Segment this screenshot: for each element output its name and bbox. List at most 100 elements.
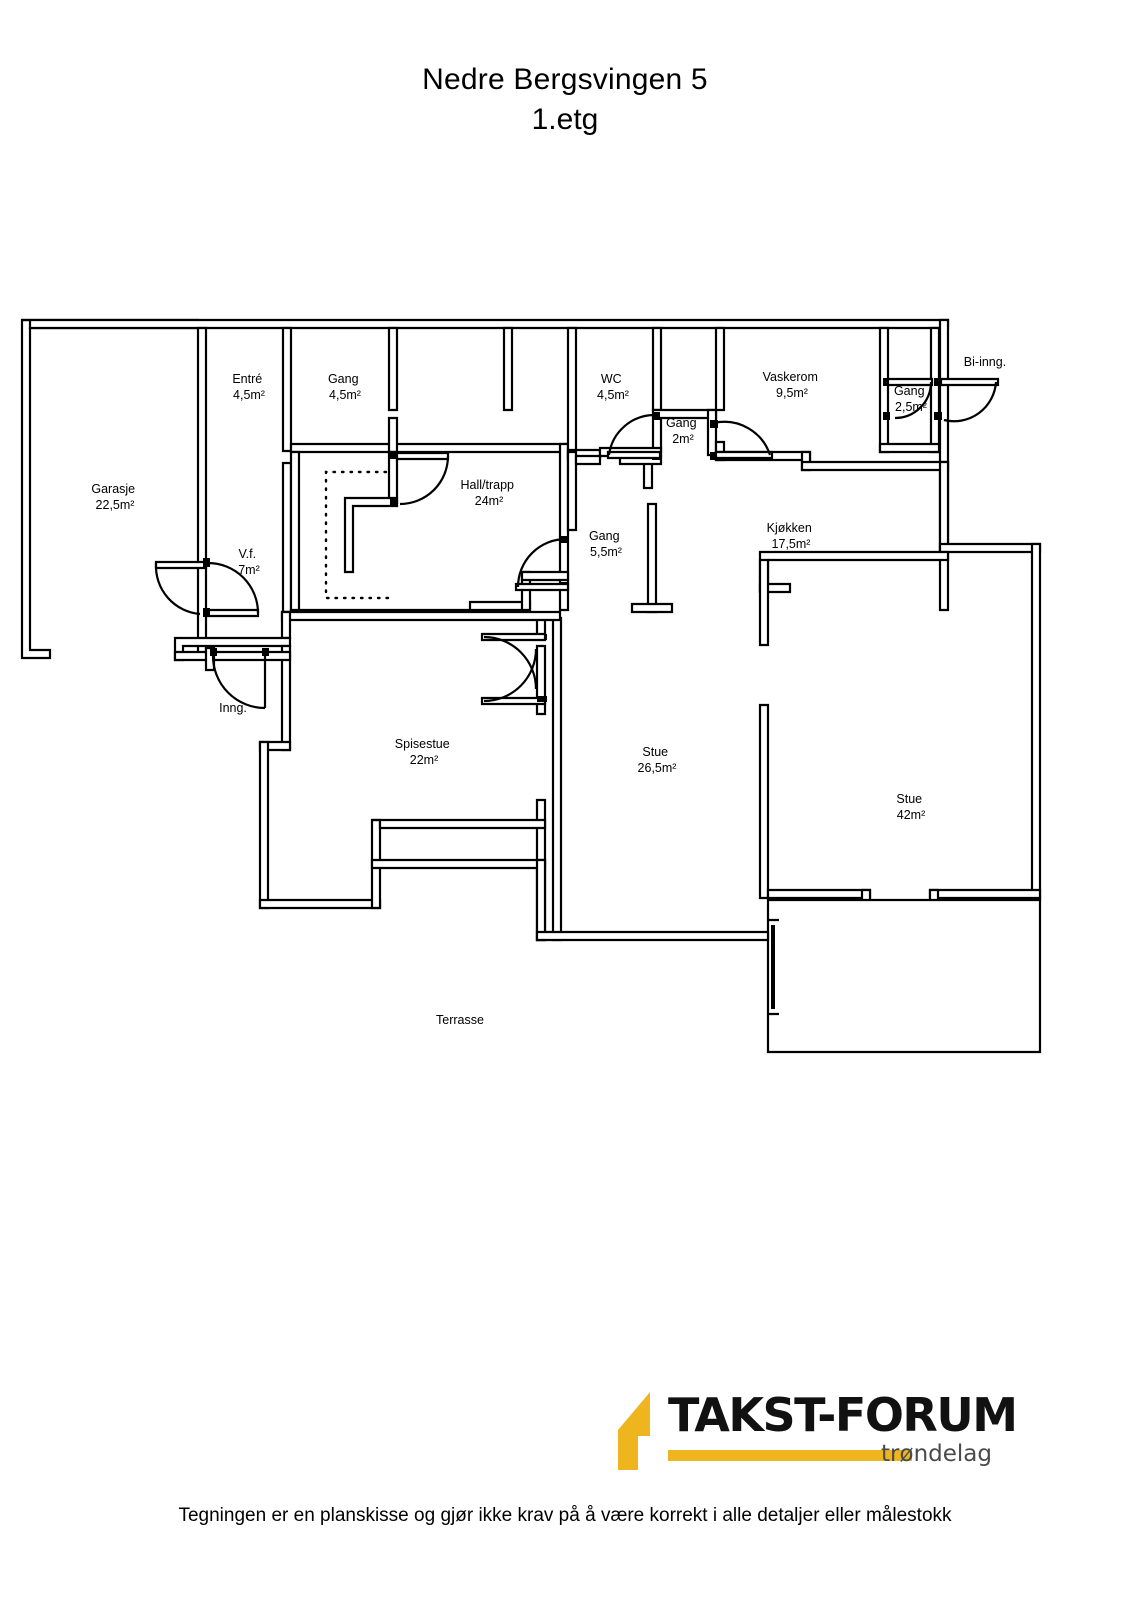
wall-spisestue-bottom-right-v — [535, 858, 547, 942]
annotation-inngang: Inng. — [219, 701, 247, 715]
wall-kitchen-right — [938, 460, 950, 554]
wall-kitchen-top — [800, 460, 950, 472]
property-address: Nedre Bergsvingen 5 — [422, 63, 708, 96]
wall-hall-jog-top — [520, 570, 570, 582]
room-label-stue-1: Stue 26,5m² — [638, 745, 677, 775]
door-hall-leaf — [395, 451, 450, 461]
annotation-terrasse: Terrasse — [436, 1013, 484, 1027]
room-labels: Garasje 22,5m² Entré 4,5m² Gang 4,5m² V.… — [91, 370, 928, 822]
wall-hall-top — [289, 442, 577, 454]
room-label-spisestue: Spisestue 22m² — [395, 737, 453, 767]
door-gang4-leaf — [514, 582, 570, 592]
wall-gang3-bottom — [878, 442, 941, 454]
chimney-flue-icon — [771, 973, 775, 1009]
wall-structure — [20, 318, 1042, 1054]
wall-entre-gang-stub — [387, 326, 399, 412]
wall-gang3-right — [929, 326, 941, 454]
door-jamb-biinng-bottom — [934, 412, 942, 420]
door-jamb-inng-left — [210, 648, 217, 656]
wall-spisestue-left-top — [280, 610, 292, 640]
door-biinng-leaf — [939, 377, 1000, 387]
room-label-gang-4: Gang 5,5m² — [589, 529, 623, 559]
door-jamb-hall-top — [390, 452, 398, 459]
wall-gang4-right — [646, 502, 658, 614]
disclaimer-text: Tegningen er en planskisse og gjør ikke … — [178, 1505, 952, 1526]
room-label-entre: Entré 4,5m² — [232, 372, 265, 402]
floorplan-svg: Garasje 22,5m² Entré 4,5m² Gang 4,5m² V.… — [20, 318, 1042, 1054]
door-inng-arc — [211, 655, 266, 710]
wall-stair-inner — [343, 496, 399, 574]
wall-vaskerom-left-upper — [714, 326, 726, 412]
door-jamb-gang2-top — [710, 420, 718, 428]
door-vf-leaf-right — [204, 608, 260, 618]
door-jamb-spise-bottom — [537, 696, 547, 702]
wall-central-spine — [558, 442, 570, 612]
door-jamb-wc-top — [652, 412, 660, 420]
wall-stue42-right-exterior — [1030, 542, 1042, 902]
room-label-gang-1: Gang 4,5m² — [328, 372, 362, 402]
door-jamb-inng-right — [262, 648, 269, 656]
door-group — [154, 377, 1000, 710]
room-label-gang-2: Gang 2m² — [666, 416, 700, 446]
door-jamb-garage-top — [203, 558, 210, 567]
wall-wc-left — [566, 326, 578, 462]
wall-wc-right-upper — [651, 326, 663, 412]
wall-stue42-left-lower — [758, 703, 770, 900]
door-garage-leaf-left — [154, 560, 208, 570]
door-wc-leaf — [606, 450, 662, 460]
house-arrow-icon — [618, 1392, 650, 1470]
door-gang3-leaf — [886, 377, 934, 387]
wall-gang1-right-stub — [502, 326, 514, 412]
wall-wc-foot-a — [574, 454, 602, 466]
wall-hall-top-stub-a — [387, 416, 399, 454]
wall-entre-right-upper — [281, 326, 293, 453]
room-label-gang-3: Gang 2,5m² — [894, 384, 928, 414]
room-label-vaskerom: Vaskerom 9,5m² — [763, 370, 822, 400]
door-gang3-arc — [894, 381, 933, 420]
wall-stue-bottom — [535, 930, 770, 942]
room-label-kjokken: Kjøkken 17,5m² — [767, 521, 816, 551]
wall-stue-divider-right — [928, 888, 1042, 900]
room-label-wc: WC 4,5m² — [597, 372, 629, 402]
door-jamb-gang2-bottom — [710, 452, 718, 460]
wall-top-exterior — [22, 318, 950, 330]
house-arrow-shape — [618, 1392, 650, 1470]
logo-subtitle: trøndelag — [881, 1441, 992, 1467]
floor-designation: 1.etg — [531, 103, 599, 136]
wall-entre-right-lower — [281, 461, 293, 614]
door-jamb-hall-bottom — [390, 498, 398, 505]
wall-hall-left — [289, 450, 301, 620]
room-label-hall-trapp: Hall/trapp 24m² — [461, 478, 518, 508]
door-garage-arc-left — [154, 563, 201, 616]
door-hall-arc — [399, 455, 450, 506]
door-jamb-biinng-top — [934, 378, 942, 386]
wall-gang3-left — [878, 326, 890, 454]
wall-gang4-foot — [630, 602, 674, 614]
wall-stue42-top-right — [938, 542, 1042, 554]
wall-spisestue-top — [280, 610, 562, 622]
door-gang2-leaf — [714, 450, 774, 460]
door-gang2-arc — [713, 420, 772, 456]
door-jamb-gang3-bottom — [883, 412, 890, 420]
door-jamb-gang3-top — [883, 378, 890, 386]
wall-stue42-left-upper — [758, 558, 770, 647]
logo-inner: TAKST-FORUM trøndelag — [612, 1378, 1018, 1488]
door-wc-arc — [607, 413, 656, 456]
wall-spisestue-bottom-mid — [370, 858, 547, 870]
wall-spisestue-step-h — [372, 818, 547, 830]
logo-wordmark: TAKST-FORUM — [668, 1388, 1018, 1442]
door-vf-arc-right — [207, 561, 260, 614]
door-spise-arc-top — [483, 635, 538, 690]
room-label-vf: V.f. 7m² — [238, 547, 260, 577]
wall-garage-divider — [196, 326, 208, 658]
fireplace-frame — [768, 918, 779, 1016]
door-spise-arc-bottom — [483, 648, 538, 703]
room-label-stue-2: Stue 42m² — [896, 792, 925, 822]
logo-accent-bar — [668, 1450, 912, 1461]
wall-lower-annex — [766, 898, 1042, 1054]
wall-spisestue-bottom-left — [258, 898, 382, 910]
wall-wc-left-down — [566, 450, 578, 532]
door-gang4-arc — [516, 537, 567, 588]
annotation-bi-inngang: Bi-inng. — [964, 355, 1006, 369]
